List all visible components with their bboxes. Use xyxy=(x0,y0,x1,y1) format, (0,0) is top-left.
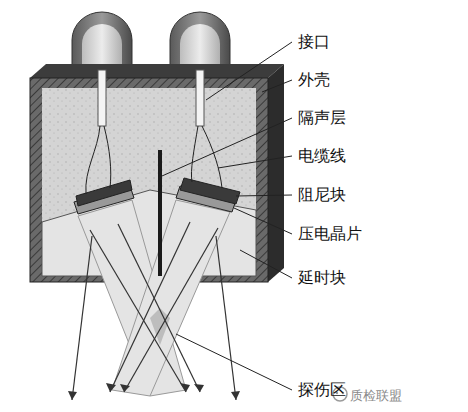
part-label: 阻尼块 xyxy=(298,185,346,205)
part-label: 探伤区 xyxy=(298,380,346,400)
part-label: 外壳 xyxy=(298,70,330,90)
part-label: 隔声层 xyxy=(298,108,346,128)
part-label: 接口 xyxy=(298,32,330,52)
part-label: 压电晶片 xyxy=(298,224,362,244)
watermark: 质检联盟 xyxy=(350,386,402,406)
part-label: 电缆线 xyxy=(298,146,346,166)
part-label: 延时块 xyxy=(298,268,346,288)
